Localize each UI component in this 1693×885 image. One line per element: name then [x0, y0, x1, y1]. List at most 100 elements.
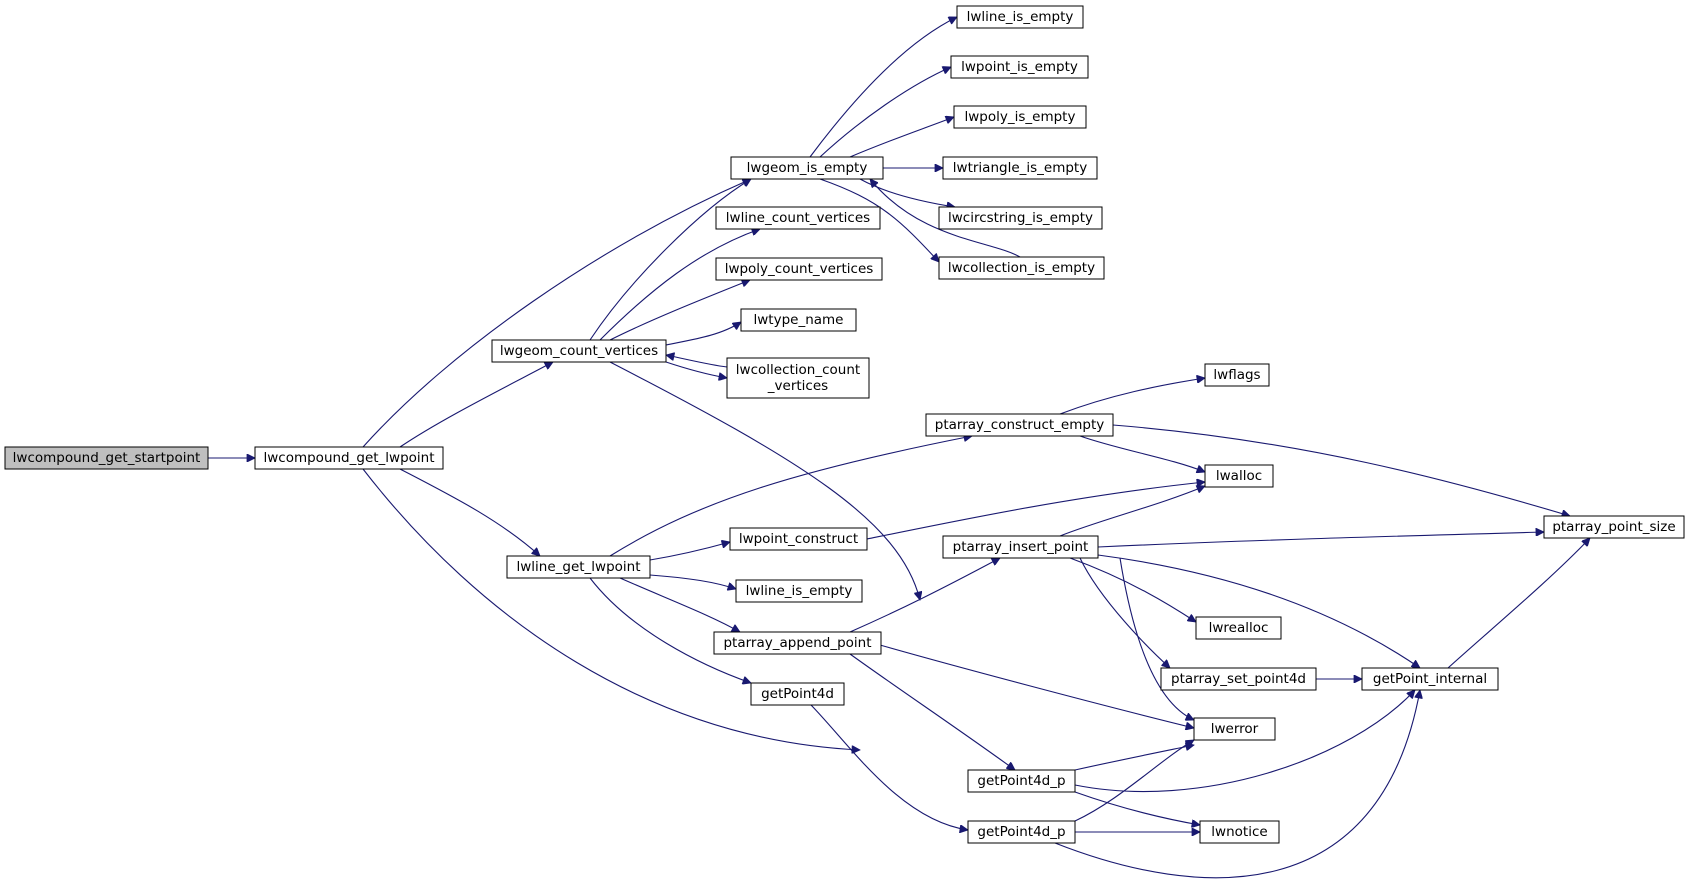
edge-arrow	[1059, 486, 1205, 537]
edge-n4-n16	[609, 436, 972, 557]
edge-arrow	[619, 577, 740, 633]
edge-arrow	[649, 574, 736, 589]
edge-arrow	[1079, 435, 1205, 472]
node-lwcompound-get-startpoint[interactable]: lwcompound_get_startpoint	[4, 446, 209, 470]
edge-arrow	[649, 542, 730, 561]
edge-arrow	[399, 361, 553, 448]
node-box	[730, 156, 884, 180]
node-label: lwrealloc	[1209, 620, 1269, 636]
node-box	[938, 256, 1105, 280]
edge-n2-n11	[819, 178, 939, 262]
node-lwtype-name[interactable]: lwtype_name	[740, 308, 857, 332]
node-lwpoly-is-empty[interactable]: lwpoly_is_empty	[953, 105, 1087, 129]
edge-n22-n24	[849, 557, 1000, 633]
node-box	[942, 535, 1099, 559]
node-ptarray-construct-empty[interactable]: ptarray_construct_empty	[925, 413, 1114, 437]
edge-n24-n18	[1059, 486, 1205, 537]
node-box	[254, 446, 444, 470]
node-label: lwtype_name	[754, 312, 844, 328]
edge-arrow	[1447, 538, 1590, 669]
edge-n4-n21	[649, 574, 736, 589]
edge-n22-n5	[879, 644, 1194, 728]
node-lwgeom-count-vertices[interactable]: lwgeom_count_vertices	[491, 339, 667, 363]
node-lwalloc[interactable]: lwalloc	[1204, 464, 1274, 488]
node-lwline-count-vertices[interactable]: lwline_count_vertices	[715, 206, 881, 230]
edge-arrow	[870, 179, 1021, 258]
edge-arrow	[1054, 690, 1420, 879]
node-lwerror[interactable]: lwerror	[1193, 717, 1276, 741]
edge-n3-n13	[609, 280, 750, 341]
edge-n3-n2	[589, 178, 751, 341]
edge-n23-n29	[810, 704, 968, 830]
node-box	[1361, 667, 1499, 691]
node-ptarray-insert-point[interactable]: ptarray_insert_point	[942, 535, 1099, 559]
node-ptarray-set-point4d[interactable]: ptarray_set_point4d	[1160, 667, 1317, 691]
node-label: lwnotice	[1211, 824, 1267, 840]
node-lwflags[interactable]: lwflags	[1204, 363, 1270, 387]
edge-arrow	[609, 280, 750, 341]
node-label: lwcompound_get_lwpoint	[263, 450, 434, 466]
node-label: ptarray_point_size	[1552, 519, 1675, 535]
node-box	[506, 555, 651, 579]
edge-n24-n26	[1079, 557, 1170, 668]
node-lwline-is-empty[interactable]: lwline_is_empty	[956, 5, 1084, 29]
node-lwcollection-count-vertices[interactable]: lwcollection_count_vertices	[726, 357, 870, 399]
node-label: lwcollection_count	[736, 362, 860, 378]
node-box	[1195, 616, 1282, 640]
edge-arrow	[866, 482, 1205, 540]
node-lwcollection-is-empty[interactable]: lwcollection_is_empty	[938, 256, 1105, 280]
edge-n4-n23	[589, 577, 751, 683]
edge-arrow	[819, 67, 951, 158]
node-label: lwline_count_vertices	[726, 210, 870, 226]
node-box	[1199, 820, 1280, 844]
edge-arrow	[609, 436, 972, 557]
node-label: lwcollection_is_empty	[948, 260, 1095, 276]
node-ptarray-point-size[interactable]: ptarray_point_size	[1543, 515, 1685, 539]
edge-n16-n17	[1059, 378, 1205, 415]
node-box	[967, 820, 1076, 844]
node-lwgeom-is-empty[interactable]: lwgeom_is_empty	[730, 156, 884, 180]
node-box	[713, 631, 882, 655]
edge-arrow	[399, 468, 540, 556]
node-label: _vertices	[767, 378, 828, 394]
edge-arrow	[879, 644, 1194, 728]
node-box	[735, 579, 863, 603]
node-lwrealloc[interactable]: lwrealloc	[1195, 616, 1282, 640]
edge-n4-n20	[649, 542, 730, 561]
node-getPoint4d[interactable]: getPoint4d	[750, 682, 845, 706]
edge-n1-n5	[362, 468, 860, 750]
node-box	[4, 446, 209, 470]
node-box	[950, 55, 1089, 79]
node-getPoint-internal[interactable]: getPoint_internal	[1361, 667, 1499, 691]
node-ptarray-append-point[interactable]: ptarray_append_point	[713, 631, 882, 655]
node-getPoint4d-p[interactable]: getPoint4d_p	[967, 769, 1076, 793]
node-getPoint4d-p[interactable]: getPoint4d_p	[967, 820, 1076, 844]
edge-arrow	[609, 361, 920, 600]
node-label: lwline_get_lwpoint	[516, 559, 640, 575]
edge-arrow	[849, 653, 1015, 770]
node-lwline-get-lwpoint[interactable]: lwline_get_lwpoint	[506, 555, 651, 579]
node-lwpoint-construct[interactable]: lwpoint_construct	[729, 527, 868, 551]
node-lwcompound-get-lwpoint[interactable]: lwcompound_get_lwpoint	[254, 446, 444, 470]
node-label: getPoint4d_p	[977, 824, 1065, 840]
edge-arrow	[1079, 557, 1170, 668]
edge-arrow	[1097, 554, 1420, 668]
node-label: lwpoly_is_empty	[965, 109, 1076, 125]
edge-n3-n12	[599, 229, 760, 341]
node-label: lwtriangle_is_empty	[953, 160, 1087, 176]
node-lwnotice[interactable]: lwnotice	[1199, 820, 1280, 844]
edge-n1-n4	[399, 468, 540, 556]
node-label: ptarray_insert_point	[953, 539, 1089, 555]
edge-n24-n5	[1119, 557, 1194, 720]
node-lwpoint-is-empty[interactable]: lwpoint_is_empty	[950, 55, 1089, 79]
node-box	[1204, 464, 1274, 488]
edge-n2-n6	[809, 16, 957, 158]
edge-n3-n5	[609, 361, 920, 600]
node-lwcircstring-is-empty[interactable]: lwcircstring_is_empty	[938, 206, 1103, 230]
node-lwtriangle-is-empty[interactable]: lwtriangle_is_empty	[942, 156, 1098, 180]
edge-n15-n3	[666, 355, 728, 368]
node-lwline-is-empty[interactable]: lwline_is_empty	[735, 579, 863, 603]
edge-arrow	[1074, 745, 1194, 771]
node-lwpoly-count-vertices[interactable]: lwpoly_count_vertices	[715, 257, 883, 281]
